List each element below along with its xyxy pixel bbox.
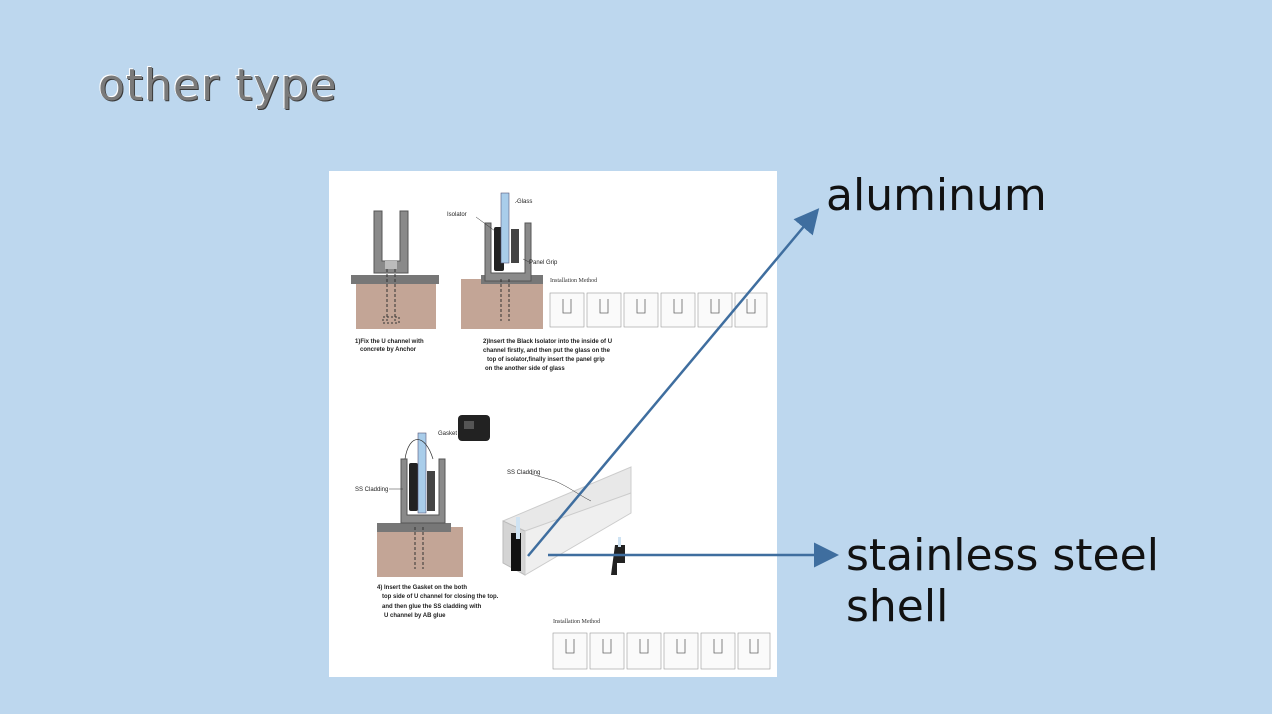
- installation-method-title-top: Installation Method: [550, 278, 597, 284]
- step4-caption-1: 4) Insert the Gasket on the both: [377, 585, 467, 591]
- installation-method-title-bottom: Installation Method: [553, 619, 600, 625]
- aluminum-label: aluminum: [826, 170, 1047, 221]
- step3-label-gasket: Gasket: [438, 431, 457, 437]
- step2-caption-4: on the another side of glass: [485, 366, 565, 372]
- step4-caption-2: top side of U channel for closing the to…: [382, 594, 499, 600]
- step2-caption-2: channel firstly, and then put the glass …: [483, 348, 611, 354]
- step2-label-isolator: Isolator: [447, 212, 467, 218]
- step2-caption-1: 2)Insert the Black Isolator into the ins…: [483, 339, 612, 345]
- step1-drawing: [351, 210, 439, 329]
- step1-caption-2: concrete by Anchor: [360, 347, 417, 353]
- installation-thumbnail-marks-bottom: [565, 639, 759, 654]
- product-label-ss-cladding: SS Cladding: [507, 470, 540, 476]
- stainless-shell-label: stainless steel shell: [846, 530, 1159, 632]
- installation-thumbnail-marks-top: [562, 299, 756, 314]
- step1-caption-1: 1)Fix the U channel with: [355, 339, 424, 345]
- step2-caption-3: top of isolator,finally insert the panel…: [487, 357, 605, 363]
- step2-drawing: [461, 192, 543, 329]
- step2-label-glass: Glass: [517, 199, 532, 205]
- slide-title: other type: [98, 60, 338, 111]
- step2-label-panel-grip: Panel Grip: [529, 260, 558, 266]
- installation-thumbnails-top: [549, 292, 768, 328]
- step4-caption-4: U channel by AB glue: [384, 613, 446, 619]
- installation-thumbnails-bottom: [552, 632, 771, 670]
- installation-diagram: 1)Fix the U channel with concrete by Anc…: [329, 171, 777, 677]
- step3-label-ss-cladding: SS Cladding: [355, 487, 388, 493]
- step4-caption-3: and then glue the SS cladding with: [382, 604, 482, 610]
- step4-drawing: [377, 415, 490, 577]
- aluminum-arrow: [527, 208, 820, 557]
